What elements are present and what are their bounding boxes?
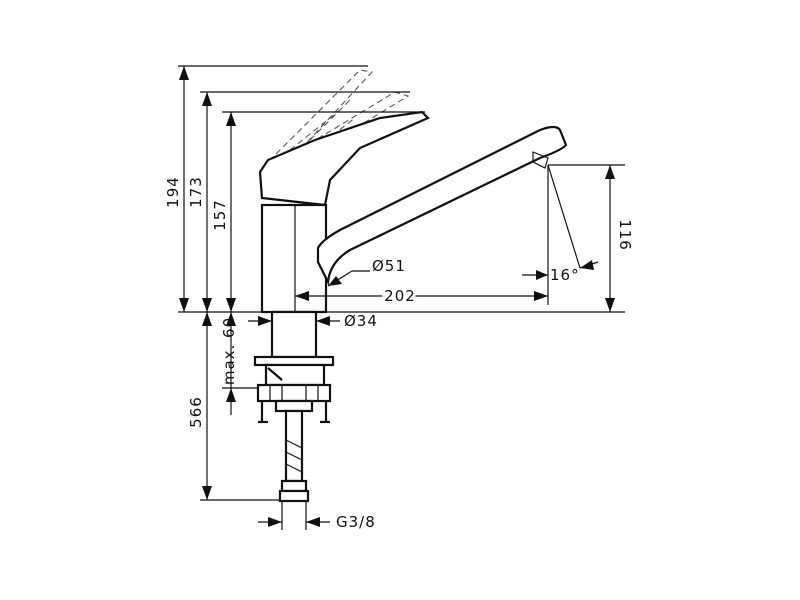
dimension-51: Ø51 — [327, 257, 406, 287]
dimension-202: 202 — [295, 284, 548, 308]
dimension-173: 173 — [187, 92, 212, 312]
extension-lines — [178, 65, 625, 501]
dimension-34: Ø34 — [248, 312, 378, 330]
dimension-g38: G3/8 — [258, 501, 376, 531]
faucet-body — [253, 110, 568, 503]
mounting-flange — [253, 355, 335, 367]
dim-202-label: 202 — [384, 287, 416, 305]
dim-51-label: Ø51 — [372, 257, 406, 275]
mounting-nut — [256, 383, 332, 403]
dim-157-label: 157 — [211, 199, 229, 231]
dim-34-label: Ø34 — [344, 312, 378, 330]
dim-194-label: 194 — [164, 176, 182, 208]
hose-connector — [280, 479, 308, 493]
faucet-spout — [316, 125, 568, 286]
dim-566-label: 566 — [187, 396, 205, 428]
dimension-116: 116 — [605, 165, 634, 312]
dimension-16-degree: 16° — [522, 164, 599, 305]
dim-max60-label: max. 60 — [220, 317, 238, 385]
dim-16-label: 16° — [550, 266, 580, 284]
dimension-566: 566 — [187, 312, 212, 500]
dimension-194: 194 — [164, 66, 189, 312]
faucet-base-neck — [270, 310, 318, 359]
dim-173-label: 173 — [187, 176, 205, 208]
dim-g38-label: G3/8 — [336, 513, 376, 531]
dimension-157: 157 — [211, 112, 236, 312]
dim-116-label: 116 — [616, 219, 634, 251]
dimension-max-60: max. 60 — [220, 312, 258, 415]
